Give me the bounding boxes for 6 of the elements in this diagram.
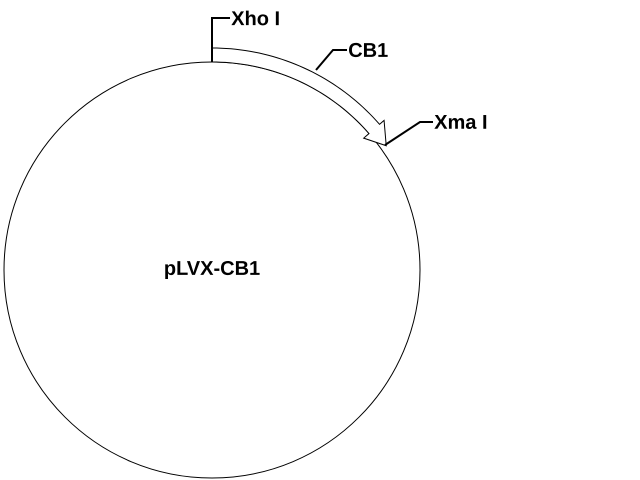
site-label: Xma I <box>434 115 486 129</box>
leader-line <box>211 17 230 62</box>
site-label: Xho I <box>231 10 279 26</box>
leader-line <box>315 49 347 71</box>
site-label: CB1 <box>349 42 388 58</box>
leader-line <box>384 121 433 146</box>
